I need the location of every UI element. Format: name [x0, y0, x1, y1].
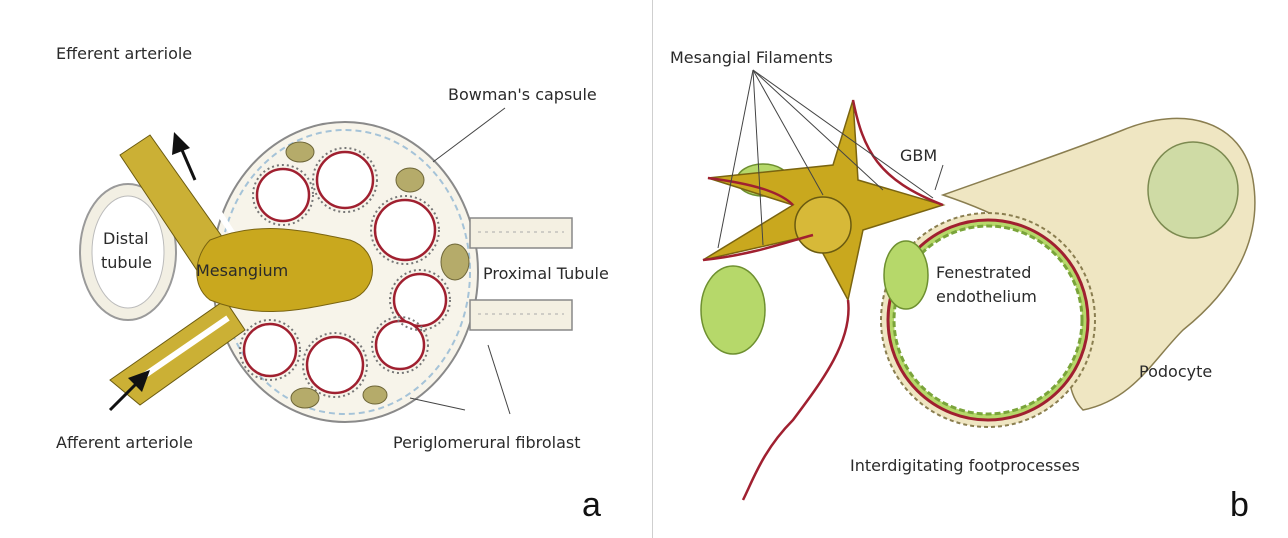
periglomerural-fibrolast-label: Periglomerural fibrolast: [393, 434, 581, 452]
distal-tubule-label-line2: tubule: [101, 254, 152, 272]
bowmans-capsule-label: Bowman's capsule: [448, 86, 597, 104]
podocyte-label: Podocyte: [1139, 363, 1212, 381]
mesangium-label: Mesangium: [196, 262, 288, 280]
panel-a-letter: a: [582, 488, 601, 522]
interdigitating-footprocesses-label: Interdigitating footprocesses: [850, 457, 1080, 475]
gbm-label: GBM: [900, 147, 937, 165]
distal-tubule-label-line1: Distal: [103, 230, 149, 248]
panel-b-letter: b: [1230, 488, 1249, 522]
afferent-arteriole-label: Afferent arteriole: [56, 434, 193, 452]
proximal-tubule-label: Proximal Tubule: [483, 265, 609, 283]
efferent-arteriole-label: Efferent arteriole: [56, 45, 192, 63]
podocyte-nucleus-shape: [1148, 142, 1238, 238]
mesangial-filaments-label: Mesangial Filaments: [670, 49, 833, 67]
fenestrated-endothelium-label-line1: Fenestrated: [936, 264, 1031, 282]
panel-a-glomerulus: Efferent arteriole Bowman's capsule Dist…: [0, 0, 652, 538]
panel-b-capillary: Mesangial Filaments GBM Fenestrated endo…: [652, 0, 1288, 538]
fenestrated-endothelium-label-line2: endothelium: [936, 288, 1037, 306]
